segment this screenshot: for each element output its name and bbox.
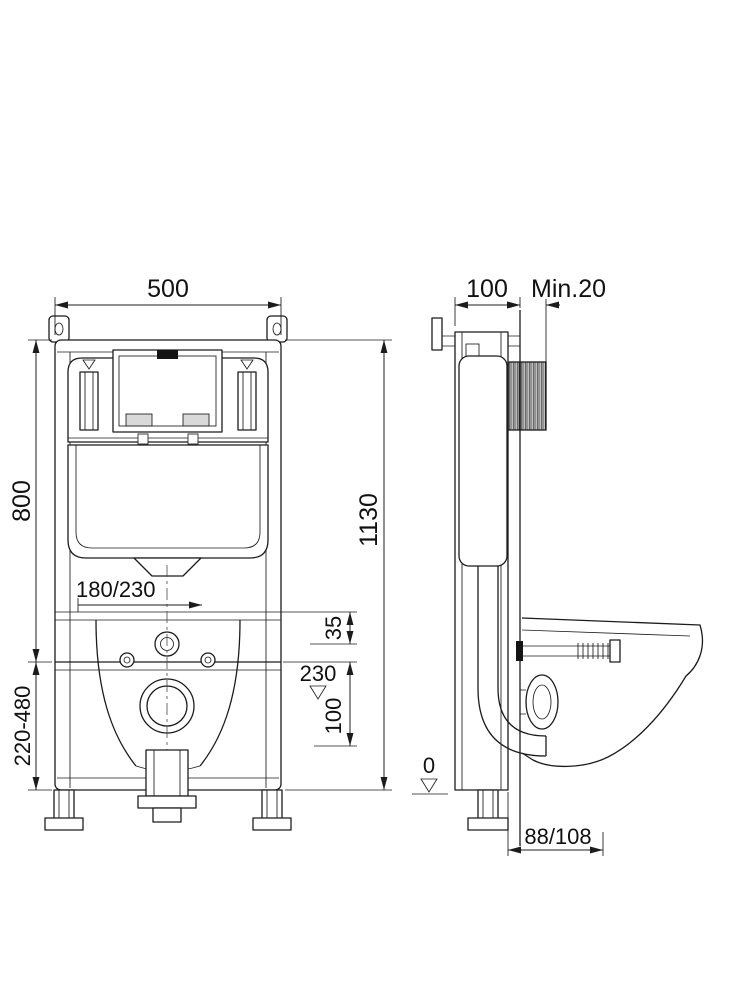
side-foot (477, 789, 499, 821)
dim-label-side-depth: 100 (466, 275, 508, 303)
outlet-connector-ties (520, 689, 526, 715)
dim-front-width: 500 (54, 275, 282, 335)
side-bracket-left-ribs (84, 372, 94, 430)
level-label-0: 0 (423, 753, 435, 778)
drain-stub (152, 807, 182, 823)
dim-label-front-lower-height: 220-480 (10, 686, 35, 767)
dim-front-upper-height: 800 (8, 339, 52, 663)
fixing-bolt (522, 645, 612, 657)
dim-label-front-width: 500 (147, 275, 189, 303)
foot-left-base (44, 817, 84, 831)
fixing-hole-left-inner (123, 656, 131, 664)
foot-left (53, 789, 75, 821)
side-view (431, 310, 704, 846)
foot-right-ribs (266, 790, 278, 818)
dim-label-min-wall: Min.20 (531, 275, 606, 303)
side-bracket-right-ribs (242, 372, 252, 430)
cistern-profile (458, 355, 508, 567)
water-level-mark-right (240, 359, 254, 370)
dim-side-depth: 100 (454, 275, 521, 326)
cistern-funnel (133, 557, 202, 577)
level-marker-0: 0 (412, 753, 448, 795)
elbow-inner (497, 566, 547, 737)
dim-min-wall: Min.20 (506, 275, 606, 362)
mounting-tab-right (266, 315, 288, 343)
dim-inlet-offset: 35 (310, 612, 357, 645)
flush-plate (507, 361, 547, 431)
side-foot-base (467, 817, 509, 831)
elbow-outer (477, 566, 547, 757)
drain-flange (137, 795, 197, 809)
template-left-curve (95, 619, 137, 767)
dim-label-front-total-height: 1130 (355, 493, 383, 547)
dim-supply-offset: 180/230 (76, 577, 202, 612)
seam-clip-left (137, 433, 149, 445)
bolt-thread (577, 643, 609, 659)
mounting-tab-left (48, 315, 70, 343)
dim-front-lower-height: 220-480 (10, 662, 52, 791)
bolt-nut (609, 639, 621, 663)
water-level-mark-left (82, 359, 96, 370)
side-foot-ribs (482, 790, 494, 818)
dim-label-inlet-offset: 35 (321, 616, 346, 640)
foot-right-base (252, 817, 292, 831)
drain-pipe (145, 749, 189, 797)
foot-right (261, 789, 283, 821)
dim-outlet-drop: 100 (314, 662, 357, 747)
outlet-connector-outer (525, 674, 559, 730)
template-right-curve (199, 619, 241, 767)
level-triangle-0-icon (420, 778, 438, 793)
side-bracket-left (79, 371, 99, 431)
level-marker-230: 230 (300, 661, 337, 700)
cistern-lower (67, 444, 269, 559)
fixing-hole-left (119, 652, 135, 668)
window-pad-left (125, 413, 153, 427)
cistern-inner-line (75, 445, 261, 549)
level-label-230: 230 (300, 661, 337, 686)
fixing-hole-right (200, 652, 216, 668)
flush-button (157, 350, 178, 359)
dim-label-outlet-projection: 88/108 (524, 824, 591, 849)
foot-left-ribs (58, 790, 70, 818)
drain-pipe-inner (153, 750, 181, 796)
dim-label-front-upper-height: 800 (8, 480, 36, 522)
window-pad-right (182, 413, 210, 427)
dim-outlet-projection: 88/108 (507, 792, 604, 856)
front-view (44, 315, 357, 831)
dim-front-total-height: 1130 (285, 339, 392, 791)
level-triangle-230-icon (309, 685, 327, 700)
bolt-anchor (516, 641, 523, 661)
outlet-connector-inner (532, 684, 552, 720)
wall-bracket-hook (431, 317, 443, 351)
fixing-hole-right-inner (204, 656, 212, 664)
dim-label-supply-offset: 180/230 (76, 577, 156, 602)
bowl-profile (521, 617, 704, 768)
seam-clip-right (187, 433, 199, 445)
bowl-rim-line (521, 629, 691, 637)
dim-label-outlet-drop: 100 (321, 698, 346, 735)
side-bracket-right (237, 371, 257, 431)
fill-valve (465, 343, 480, 357)
